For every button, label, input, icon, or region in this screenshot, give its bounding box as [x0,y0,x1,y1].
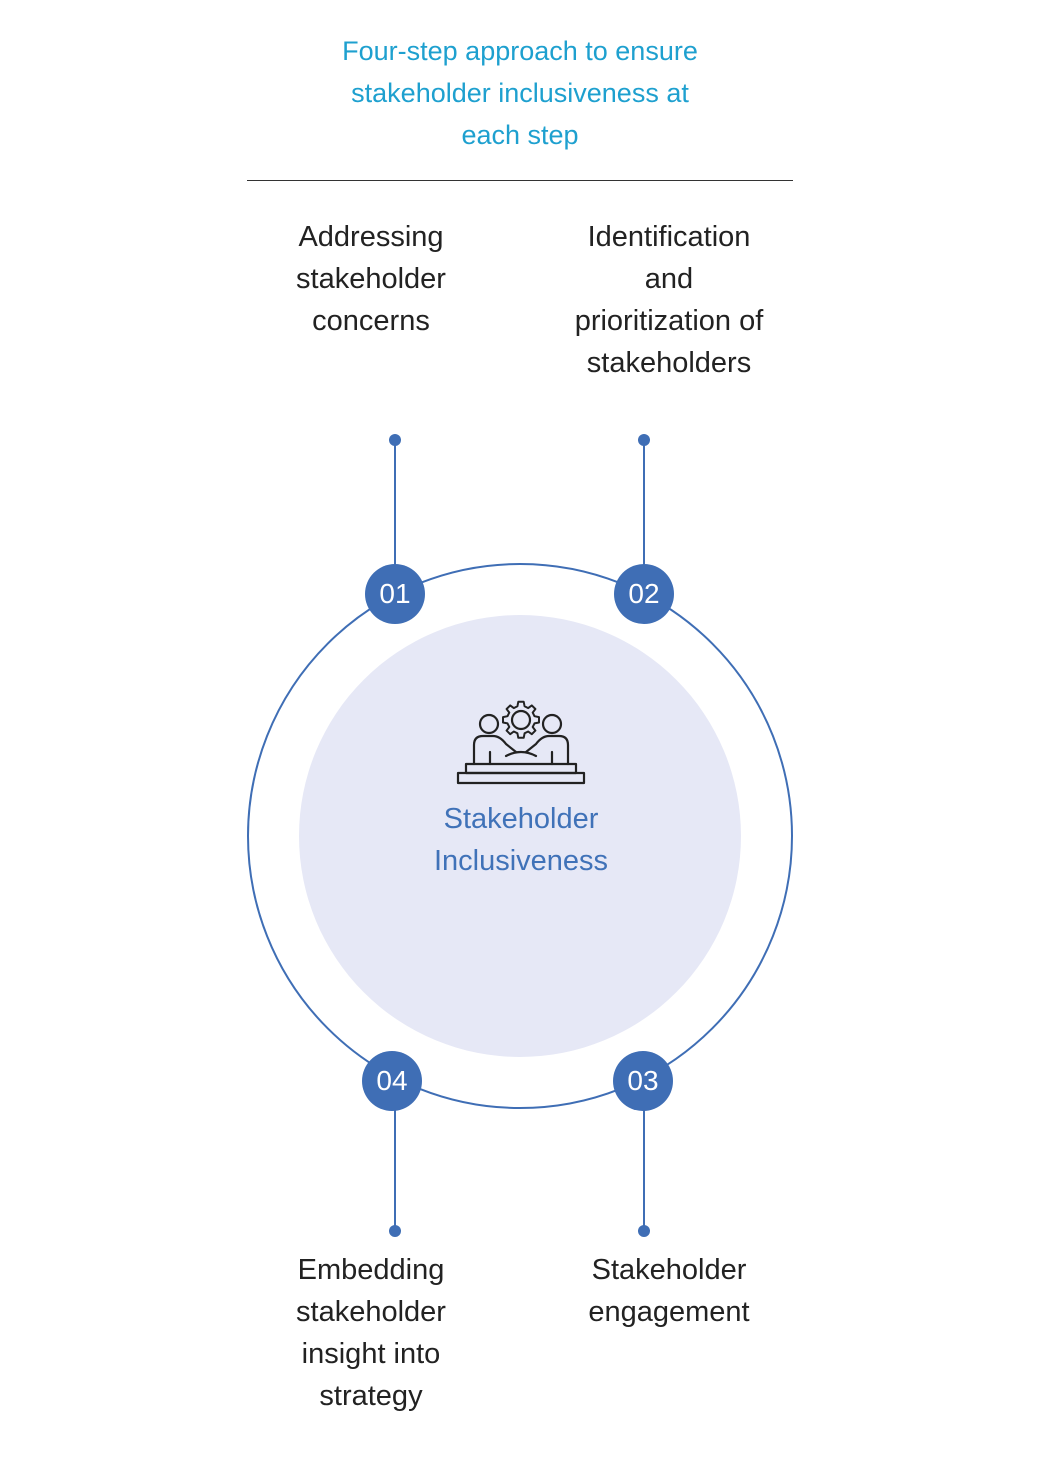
connector-dot-02 [638,434,650,446]
step-04-badge: 04 [362,1051,422,1111]
center-label: Stakeholder Inclusiveness [433,803,609,877]
diagram-title: Four-step approach to ensure stakeholder… [342,36,698,150]
step-01-label: Addressing stakeholder concerns [296,221,446,337]
step-03-badge: 03 [613,1051,673,1111]
connector-dot-03 [638,1225,650,1237]
stakeholder-meeting-icon [456,700,586,785]
connector-dot-01 [389,434,401,446]
step-02-label: Identification and prioritization of sta… [574,221,764,379]
step-03-label: Stakeholder engagement [588,1254,750,1328]
step-01-badge: 01 [365,564,425,624]
title-divider [247,180,793,181]
step-02-badge: 02 [614,564,674,624]
connector-dot-04 [389,1225,401,1237]
step-04-label: Embedding stakeholder insight into strat… [296,1254,446,1412]
outer-ring [247,563,793,1109]
inner-circle [299,615,741,1057]
